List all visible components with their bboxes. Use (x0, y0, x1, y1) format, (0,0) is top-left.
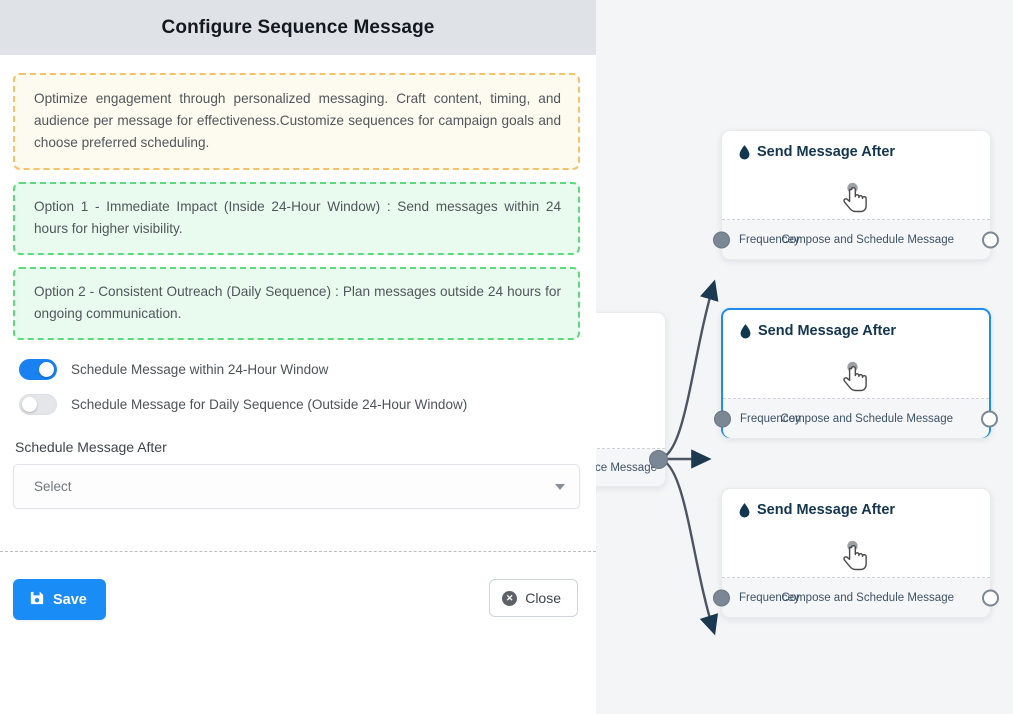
save-button[interactable]: Save (13, 579, 106, 620)
toggle-label-within-24h: Schedule Message within 24-Hour Window (71, 361, 329, 377)
node-title-text: Send Message After (758, 323, 897, 339)
schedule-message-after-label: Schedule Message After (15, 439, 167, 456)
node-title-row: Send Message After (723, 310, 989, 339)
node-foot-left-label: Frequencey (739, 233, 800, 246)
schedule-message-after-value: Select (34, 479, 72, 495)
node-output-handle[interactable] (982, 231, 999, 248)
node-foot-right-label: Compose and Schedule Message (780, 412, 953, 425)
node-title-row: Send Message After (722, 131, 990, 160)
chevron-down-icon (555, 483, 565, 490)
info-note-text: Optimize engagement through personalized… (34, 91, 561, 151)
node-foot-left-label: Frequencey (740, 412, 801, 425)
node-foot-left-label: Frequencey (739, 591, 800, 604)
node-footer: Frequencey Compose and Schedule Message (713, 578, 999, 617)
edge-to-node-1 (658, 279, 719, 461)
option-1-note-box: Option 1 - Immediate Impact (Inside 24-H… (13, 182, 580, 256)
modal-header: Configure Sequence Message (0, 0, 596, 55)
info-note-box: Optimize engagement through personalized… (13, 73, 580, 171)
droplet-icon (739, 502, 750, 518)
option-2-note-box: Option 2 - Consistent Outreach (Daily Se… (13, 267, 580, 341)
node-input-handle[interactable] (713, 589, 730, 606)
option-2-note-text: Option 2 - Consistent Outreach (Daily Se… (34, 284, 561, 322)
pointing-hand-cursor-icon (832, 178, 880, 222)
node-output-handle[interactable] (981, 410, 998, 427)
flow-canvas[interactable]: ce Message Send Message After (596, 0, 1013, 714)
node-title-text: Send Message After (757, 502, 896, 518)
toggle-switch-within-24h[interactable] (19, 358, 57, 380)
toggle-row-daily-sequence[interactable]: Schedule Message for Daily Sequence (Out… (13, 387, 580, 421)
node-input-handle[interactable] (713, 231, 730, 248)
circle-x-icon: ✕ (502, 590, 518, 606)
toggle-knob (39, 361, 54, 377)
droplet-icon (739, 144, 750, 160)
node-send-message-after-1[interactable]: Send Message After Frequencey Compose an… (713, 130, 999, 260)
node-body: Send Message After (723, 310, 989, 399)
option-1-note-text: Option 1 - Immediate Impact (Inside 24-H… (34, 199, 561, 237)
schedule-message-after-select[interactable]: Select (13, 464, 580, 510)
pointing-hand-cursor-icon (832, 357, 880, 401)
modal-footer: Save ✕ Close (0, 551, 596, 714)
upstream-node-output-handle[interactable] (649, 450, 668, 469)
node-title-row: Send Message After (722, 489, 990, 518)
node-footer: Frequencey Compose and Schedule Message (713, 220, 999, 259)
node-send-message-after-3[interactable]: Send Message After Frequencey Compose an… (713, 488, 999, 618)
pointing-hand-cursor-icon (832, 536, 880, 580)
node-title-text: Send Message After (757, 144, 896, 160)
save-button-label: Save (53, 591, 87, 608)
node-foot-right-label: Compose and Schedule Message (781, 591, 954, 604)
close-button-label: Close (525, 590, 561, 606)
droplet-icon (740, 323, 751, 339)
edge-to-node-3 (658, 457, 719, 636)
toggle-row-within-24h[interactable]: Schedule Message within 24-Hour Window (13, 352, 580, 386)
toggle-label-daily-sequence: Schedule Message for Daily Sequence (Out… (71, 396, 468, 412)
toggle-switch-daily-sequence[interactable] (19, 393, 57, 415)
floppy-disk-icon (30, 591, 44, 609)
node-body: Send Message After (722, 131, 990, 220)
configure-sequence-modal: Configure Sequence Message Optimize enga… (0, 0, 596, 714)
node-send-message-after-2[interactable]: Send Message After Frequencey Compose an… (714, 308, 998, 438)
upstream-node-body (596, 313, 665, 449)
node-body: Send Message After (722, 489, 990, 578)
node-output-handle[interactable] (982, 589, 999, 606)
page-title: Configure Sequence Message (161, 16, 435, 38)
node-foot-right-label: Compose and Schedule Message (781, 233, 954, 246)
node-footer: Frequencey Compose and Schedule Message (714, 399, 998, 438)
toggle-knob (22, 396, 37, 412)
close-button[interactable]: ✕ Close (489, 579, 578, 617)
modal-body: Optimize engagement through personalized… (0, 55, 596, 551)
node-input-handle[interactable] (714, 410, 731, 427)
